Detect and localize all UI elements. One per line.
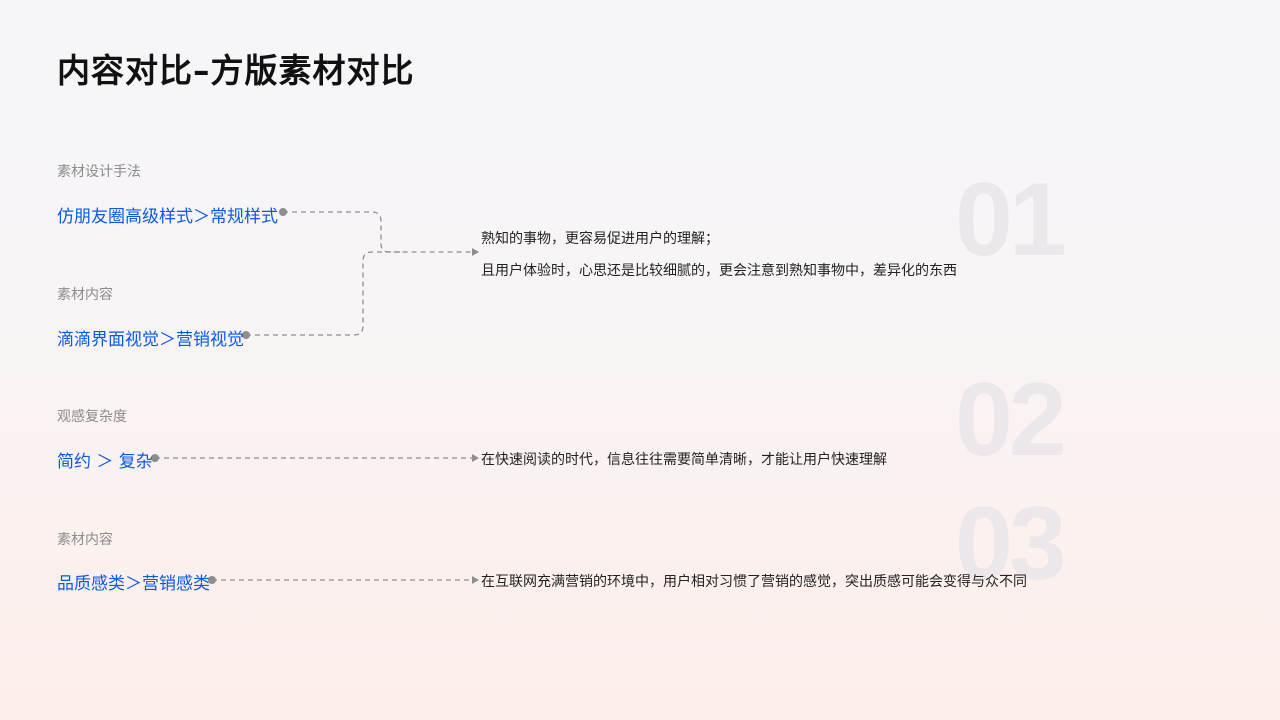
section-2-description: 在快速阅读的时代，信息往往需要简单清晰，才能让用户快速理解 bbox=[481, 452, 887, 468]
page-title: 内容对比–方版素材对比 bbox=[57, 51, 415, 90]
section-1-label-2: 素材内容 bbox=[57, 287, 113, 303]
connector-1a bbox=[283, 211, 479, 256]
section-1-comparison-1: 仿朋友圈高级样式＞常规样式 bbox=[57, 207, 278, 227]
section-number-03: 03 bbox=[955, 486, 1067, 602]
section-3-description: 在互联网充满营销的环境中，用户相对习惯了营销的感觉，突出质感可能会变得与众不同 bbox=[481, 574, 1027, 590]
connector-dot-3 bbox=[208, 576, 216, 584]
section-number-01: 01 bbox=[955, 162, 1067, 278]
section-number-02: 02 bbox=[955, 362, 1067, 478]
section-1-description-2: 且用户体验时，心思还是比较细腻的，更会注意到熟知事物中，差异化的东西 bbox=[481, 263, 957, 279]
section-2-comparison: 简约 ＞ 复杂 bbox=[57, 452, 153, 472]
section-1-description-1: 熟知的事物，更容易促进用户的理解； bbox=[481, 231, 719, 247]
connector-1b bbox=[246, 251, 400, 336]
section-1-label-1: 素材设计手法 bbox=[57, 164, 141, 180]
section-1-comparison-2: 滴滴界面视觉＞营销视觉 bbox=[57, 330, 244, 350]
connector-dot-1a bbox=[279, 208, 287, 216]
connector-dot-1b bbox=[242, 331, 250, 339]
section-3-comparison: 品质感类＞营销感类 bbox=[57, 574, 210, 594]
section-2-label: 观感复杂度 bbox=[57, 409, 127, 425]
connector-dot-2 bbox=[151, 454, 159, 462]
section-3-label: 素材内容 bbox=[57, 532, 113, 548]
